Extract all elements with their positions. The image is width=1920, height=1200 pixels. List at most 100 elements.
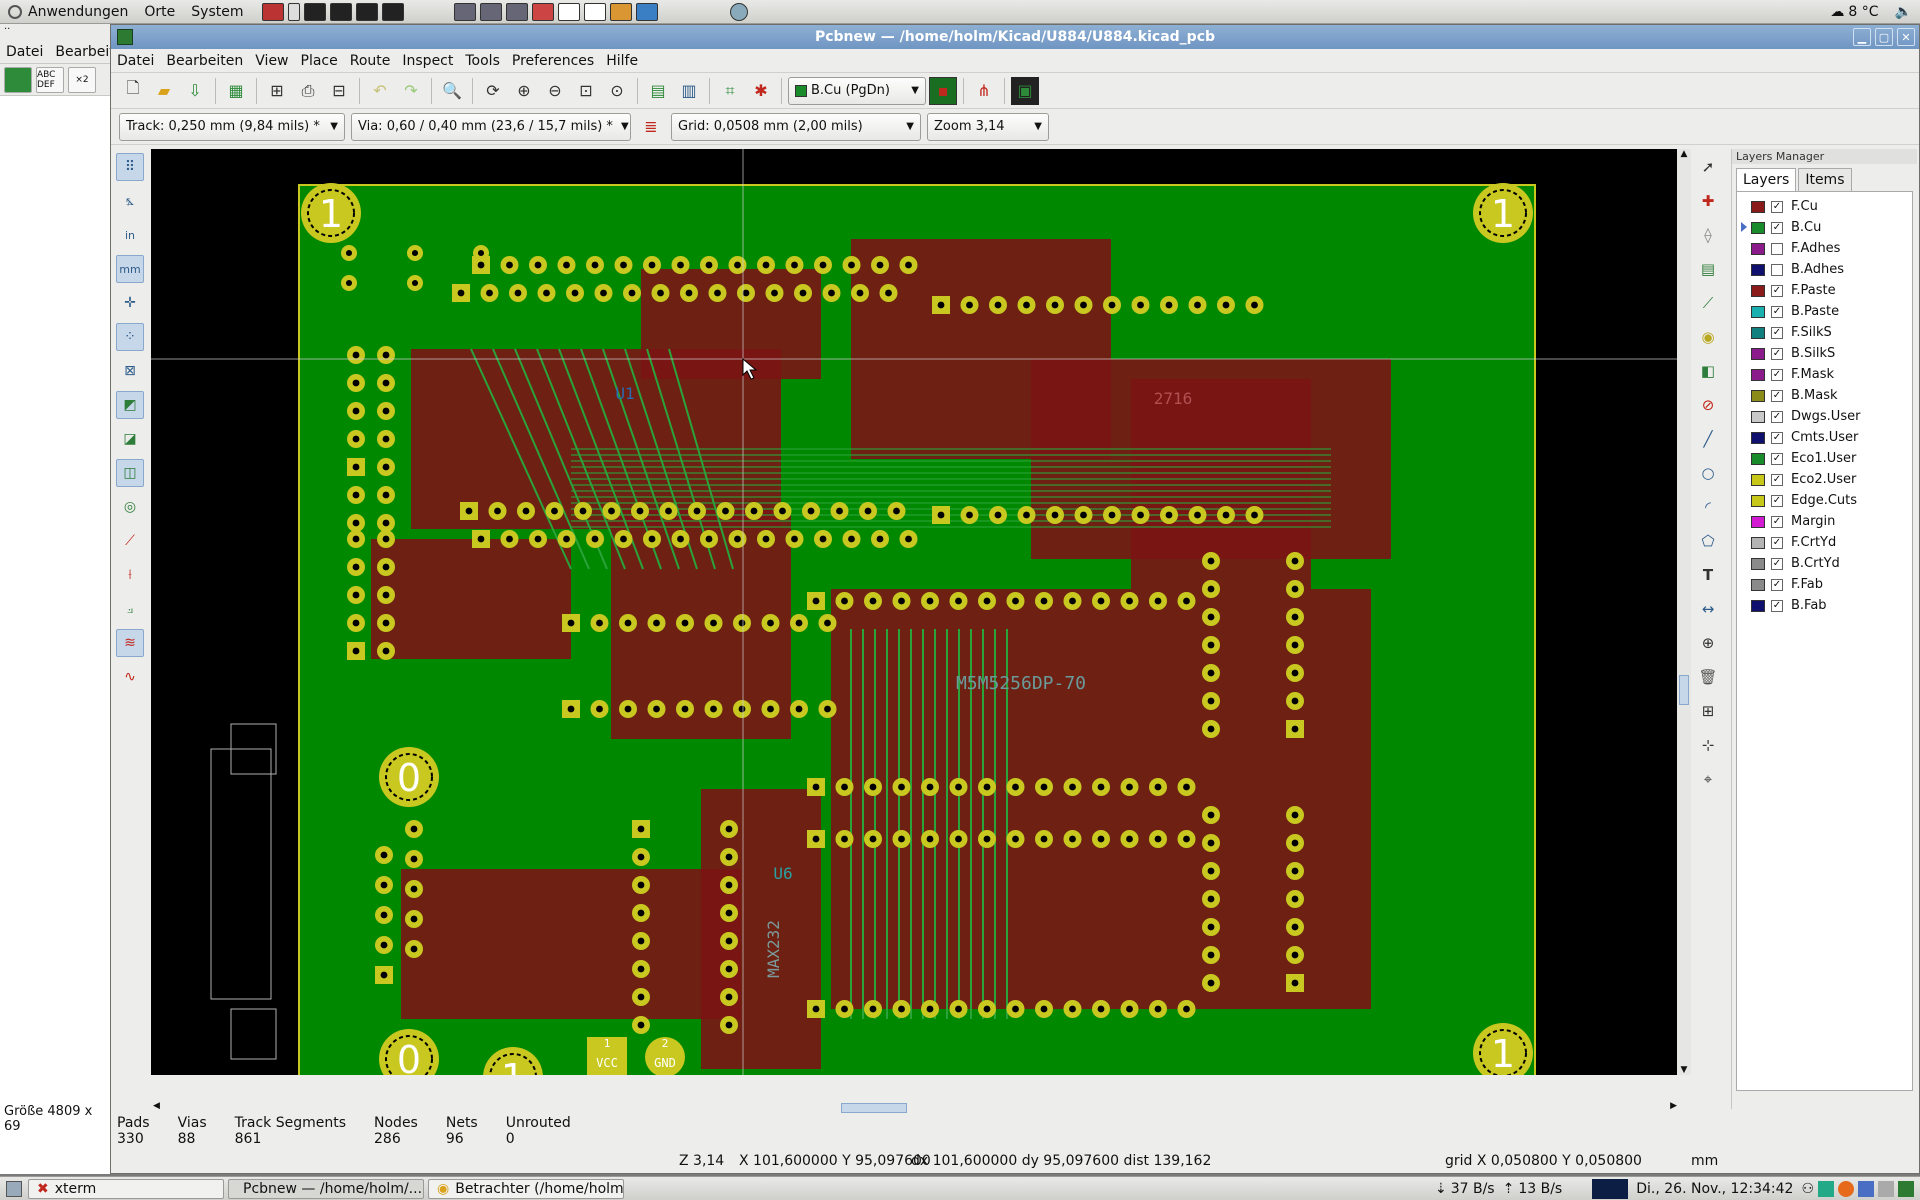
layer-visibility-checkbox[interactable]: ✓ xyxy=(1771,284,1783,297)
layer-visibility-checkbox[interactable]: ✓ xyxy=(1771,347,1783,360)
scroll-right-arrow-icon[interactable]: ▶ xyxy=(1670,1101,1677,1111)
via-sketch-icon[interactable]: ⟋ xyxy=(125,533,135,549)
menu-place[interactable]: Place xyxy=(300,52,338,69)
layer-visibility-checkbox[interactable]: ✓ xyxy=(1771,326,1783,339)
zoom-out-icon[interactable]: ⊖ xyxy=(548,81,562,100)
layer-row[interactable]: ✓Margin xyxy=(1737,511,1912,532)
layers-manager-toggle-icon[interactable]: ≋ xyxy=(116,629,144,657)
menu-route[interactable]: Route xyxy=(349,52,391,69)
launcher-chip3-icon[interactable] xyxy=(505,2,528,21)
layer-row[interactable]: ✓F.Cu xyxy=(1737,196,1912,217)
places-menu[interactable]: Orte xyxy=(144,3,176,20)
clock[interactable]: Di., 26. Nov., 12:34:42 xyxy=(1636,1180,1794,1197)
task-pcbnew[interactable]: Pcbnew — /home/holm/... xyxy=(228,1178,424,1199)
tray-app2-icon[interactable] xyxy=(1858,1180,1874,1197)
add-zone-icon[interactable]: ◧ xyxy=(1700,362,1716,380)
zoom-selection-icon[interactable]: ⊙ xyxy=(610,81,624,100)
autoroute-icon[interactable]: ⋔ xyxy=(977,81,991,100)
add-footprint-icon[interactable]: ▤ xyxy=(1700,260,1716,278)
layer-color-swatch[interactable] xyxy=(1751,200,1765,213)
layer-row[interactable]: ✓Edge.Cuts xyxy=(1737,490,1912,511)
launcher-monitor2-icon[interactable] xyxy=(329,2,352,21)
layer-visibility-checkbox[interactable]: ✓ xyxy=(1771,368,1783,381)
ratsnest-icon[interactable]: ⁘ xyxy=(116,323,144,351)
maximize-icon[interactable]: ▢ xyxy=(1875,28,1893,46)
add-line-icon[interactable]: ╱ xyxy=(1703,430,1713,448)
launcher-chip-icon[interactable] xyxy=(453,2,476,21)
tray-app1-icon[interactable] xyxy=(1818,1180,1834,1197)
layer-color-swatch[interactable] xyxy=(1751,599,1765,612)
track-sketch-icon[interactable]: ⟊ xyxy=(128,567,132,583)
redraw-icon[interactable]: ⟳ xyxy=(486,81,500,100)
layer-color-swatch[interactable] xyxy=(1751,536,1765,549)
drc-bug-icon[interactable]: ✱ xyxy=(754,81,768,100)
zone-fill-icon[interactable]: ◩ xyxy=(116,391,144,419)
layer-select-dropdown[interactable]: B.Cu (PgDn) ▼ xyxy=(788,76,926,105)
add-polygon-icon[interactable]: ⬠ xyxy=(1701,532,1715,550)
layer-pair-icon[interactable]: ▪ xyxy=(929,76,957,105)
layer-visibility-checkbox[interactable]: ✓ xyxy=(1771,221,1783,234)
layer-row[interactable]: ✓Eco1.User xyxy=(1737,448,1912,469)
page-settings-icon[interactable]: ⊞ xyxy=(270,81,284,100)
inch-units-icon[interactable]: in xyxy=(124,228,136,242)
find-icon[interactable]: 🔍 xyxy=(442,81,462,100)
layer-visibility-checkbox[interactable]: ✓ xyxy=(1771,599,1783,612)
add-via-icon[interactable]: ◉ xyxy=(1701,328,1715,346)
menu-bearbeiten[interactable]: Bearbeiten xyxy=(166,52,244,69)
layer-color-swatch[interactable] xyxy=(1751,368,1765,381)
tray-glasses-icon[interactable]: ⚇ xyxy=(1801,1180,1814,1197)
local-ratsnest-icon[interactable]: ⊠ xyxy=(124,363,136,379)
launcher-globe-icon[interactable] xyxy=(729,2,748,21)
system-menu[interactable]: System xyxy=(191,3,244,20)
launcher-monitor-icon[interactable] xyxy=(303,2,326,21)
layer-row[interactable]: ✓F.SilkS xyxy=(1737,322,1912,343)
launcher-jtc-icon[interactable] xyxy=(583,2,606,21)
tab-layers[interactable]: Layers xyxy=(1736,168,1797,191)
layer-row[interactable]: ✓B.Fab xyxy=(1737,595,1912,616)
grid-dropdown[interactable]: Grid: 0,0508 mm (2,00 mils) ▼ xyxy=(671,112,921,141)
menu-datei[interactable]: Datei xyxy=(117,52,155,69)
undo-icon[interactable]: ↶ xyxy=(373,81,387,100)
horizontal-scroll-thumb[interactable] xyxy=(841,1103,907,1113)
via-size-dropdown[interactable]: Via: 0,60 / 0,40 mm (23,6 / 15,7 mils) *… xyxy=(351,112,631,141)
auto-track-width-icon[interactable]: ≣ xyxy=(644,117,658,136)
layer-color-swatch[interactable] xyxy=(1751,389,1765,402)
layer-visibility-checkbox[interactable]: ✓ xyxy=(1771,305,1783,318)
launcher-grid-icon[interactable] xyxy=(531,2,554,21)
menu-view[interactable]: View xyxy=(255,52,289,69)
layer-color-swatch[interactable] xyxy=(1751,578,1765,591)
layer-color-swatch[interactable] xyxy=(1751,242,1765,255)
layer-row[interactable]: ✓F.Fab xyxy=(1737,574,1912,595)
tray-app3-icon[interactable] xyxy=(1878,1180,1894,1197)
print-icon[interactable]: ⎙ xyxy=(301,80,315,100)
show-desktop-icon[interactable] xyxy=(6,1180,22,1197)
task-xterm[interactable]: ✖xterm xyxy=(28,1178,224,1199)
polar-coords-icon[interactable]: ⦩ xyxy=(126,193,134,209)
launcher-monitor4-icon[interactable] xyxy=(381,2,404,21)
layer-row[interactable]: ✓Dwgs.User xyxy=(1737,406,1912,427)
background-menu-datei[interactable]: Datei xyxy=(6,43,44,60)
redo-icon[interactable]: ↷ xyxy=(404,81,418,100)
volume-icon[interactable]: 🔈 xyxy=(1894,3,1912,20)
layer-visibility-checkbox[interactable]: ✓ xyxy=(1771,389,1783,402)
measure-icon[interactable]: ⌖ xyxy=(1703,770,1713,788)
launcher-phone-icon[interactable] xyxy=(287,2,300,21)
add-circle-icon[interactable]: ○ xyxy=(1701,464,1715,482)
layer-visibility-checkbox[interactable]: ✓ xyxy=(1771,578,1783,591)
footprint-editor-icon[interactable]: ▤ xyxy=(650,81,666,100)
layer-color-swatch[interactable] xyxy=(1751,326,1765,339)
weather-applet[interactable]: ☁8 °C xyxy=(1822,0,1886,24)
pad-sketch-icon[interactable]: ◎ xyxy=(123,499,137,515)
save-board-icon[interactable]: ⇩ xyxy=(188,81,202,100)
mm-units-icon[interactable]: mm xyxy=(116,255,144,283)
open-board-icon[interactable]: ▰ xyxy=(157,81,171,100)
task-viewer[interactable]: ◉Betrachter (/home/holm... xyxy=(428,1178,624,1199)
apps-menu[interactable]: Anwendungen xyxy=(0,0,136,24)
add-text-icon[interactable]: T xyxy=(1702,566,1714,584)
netlist-icon[interactable]: ⌗ xyxy=(725,80,735,100)
tray-firefox-icon[interactable] xyxy=(1838,1180,1854,1197)
keepout-area-icon[interactable]: ⊘ xyxy=(1701,396,1715,414)
layer-color-swatch[interactable] xyxy=(1751,473,1765,486)
layer-row[interactable]: ✓B.SilkS xyxy=(1737,343,1912,364)
